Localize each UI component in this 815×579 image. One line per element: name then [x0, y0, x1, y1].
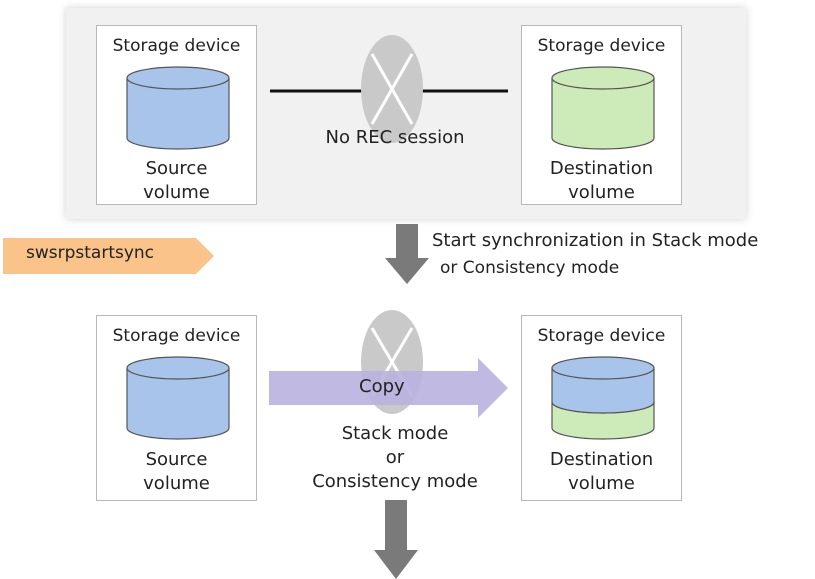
bottom-source-storage-device: Storage device Source volume: [96, 315, 257, 501]
source-volume-label: Source volume: [143, 158, 210, 203]
no-session-x-icon: [361, 35, 423, 143]
copy-label: Copy: [359, 376, 405, 397]
storage-device-title: Storage device: [537, 326, 666, 346]
partially-copied-volume-cylinder-icon: [551, 356, 655, 440]
destination-volume-label: Destination volume: [549, 158, 654, 203]
command-name: swsrpstartsync: [26, 243, 155, 263]
destination-volume-label: Destination volume: [549, 449, 654, 494]
step-description-line2: or Consistency mode: [440, 258, 620, 278]
step-description-line1: Start synchronization in Stack mode: [432, 230, 759, 251]
source-volume-label: Source volume: [143, 449, 210, 494]
down-arrow-icon: [385, 224, 429, 284]
top-source-storage-device: Storage device Source volume: [96, 25, 257, 205]
bottom-destination-storage-device: Storage device Destination volume: [521, 315, 682, 501]
mode-label: Stack mode or Consistency mode: [312, 423, 478, 492]
next-step-down-arrow-icon: [374, 500, 418, 579]
destination-volume-cylinder-icon: [551, 66, 655, 150]
no-rec-session-label: No REC session: [325, 127, 465, 148]
source-volume-cylinder-icon: [126, 66, 230, 150]
storage-device-title: Storage device: [112, 326, 241, 346]
command-tag: [3, 238, 214, 274]
source-volume-cylinder-icon: [126, 356, 230, 440]
copy-arrow: [269, 358, 508, 418]
top-destination-storage-device: Storage device Destination volume: [521, 25, 682, 205]
storage-device-title: Storage device: [537, 36, 666, 56]
storage-device-title: Storage device: [112, 36, 241, 56]
